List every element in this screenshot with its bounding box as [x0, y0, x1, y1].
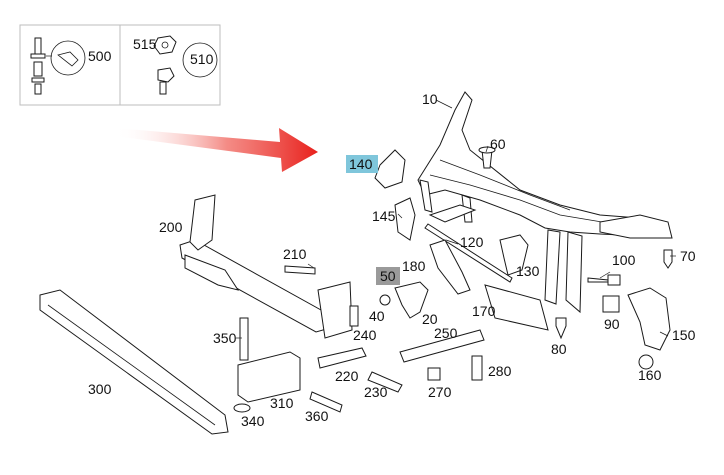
label-70: 70: [680, 248, 696, 264]
front-crossmember: [417, 91, 673, 314]
pointer-arrow: [115, 128, 318, 172]
part-130-bracket: [499, 234, 529, 276]
fastener-inset: [19, 24, 221, 106]
part-310-block: [237, 351, 301, 403]
label-280: 280: [488, 363, 512, 379]
label-270: 270: [428, 384, 452, 400]
label-130: 130: [516, 263, 540, 279]
part-270-bolt: [427, 367, 441, 381]
part-160-nut: [638, 354, 654, 370]
label-160: 160: [638, 367, 662, 383]
label-515: 515: [133, 36, 157, 52]
label-340: 340: [241, 413, 265, 429]
label-300: 300: [88, 381, 112, 397]
callout-labels: 500 515 510 10 60 140 145 120 130 180 70…: [88, 36, 696, 429]
part-150-bracket: [627, 287, 671, 351]
label-100: 100: [612, 252, 636, 268]
part-210-bolt: [284, 265, 316, 275]
label-220: 220: [335, 368, 359, 384]
part-140-bracket: [374, 149, 406, 189]
label-360: 360: [305, 408, 329, 424]
part-200-carrier: [179, 239, 331, 333]
part-90-nut: [602, 295, 620, 313]
part-250-strip: [399, 329, 485, 363]
label-230: 230: [364, 384, 388, 400]
label-240: 240: [353, 327, 377, 343]
part-70-clip: [663, 249, 673, 269]
label-180: 180: [402, 258, 426, 274]
clip-circle-icon: [182, 42, 218, 78]
label-170: 170: [472, 303, 496, 319]
label-350: 350: [213, 330, 237, 346]
part-20-bracket: [394, 281, 429, 319]
label-60: 60: [490, 136, 506, 152]
label-310: 310: [270, 395, 294, 411]
part-180-bracket: [429, 239, 471, 295]
part-350-bolt: [239, 317, 249, 361]
part-300-bumper-beam: [39, 289, 229, 435]
leader-lines: [236, 99, 676, 339]
part-120-rod: [424, 223, 513, 283]
label-120: 120: [460, 234, 484, 250]
label-90: 90: [604, 316, 620, 332]
part-240-bolt: [349, 305, 359, 327]
label-210: 210: [283, 246, 307, 262]
label-500: 500: [88, 48, 112, 64]
label-250: 250: [434, 325, 458, 341]
part-40-washer: [379, 294, 391, 306]
label-20: 20: [422, 311, 438, 327]
label-80: 80: [551, 341, 567, 357]
label-140-highlight: [346, 155, 378, 173]
nut-icon: [153, 35, 177, 95]
part-230-bolt: [367, 371, 403, 393]
part-280-bolt: [471, 355, 483, 381]
label-510: 510: [190, 51, 214, 67]
bracket-circle-icon: [50, 40, 86, 76]
part-340-washer: [233, 403, 251, 413]
part-360-bolt: [309, 391, 343, 413]
part-220-strip: [317, 347, 367, 369]
label-140: 140: [349, 156, 373, 172]
part-170-panel: [484, 284, 549, 331]
label-200: 200: [159, 219, 183, 235]
part-80-clip: [555, 317, 567, 340]
label-50: 50: [380, 268, 396, 284]
label-150: 150: [672, 327, 696, 343]
part-100-bolt: [587, 274, 621, 286]
label-40: 40: [369, 308, 385, 324]
stud-bolt-icon: [30, 37, 46, 95]
part-145-shield: [394, 197, 416, 241]
label-145: 145: [372, 208, 396, 224]
label-50-highlight: [376, 267, 400, 285]
label-10: 10: [422, 91, 438, 107]
